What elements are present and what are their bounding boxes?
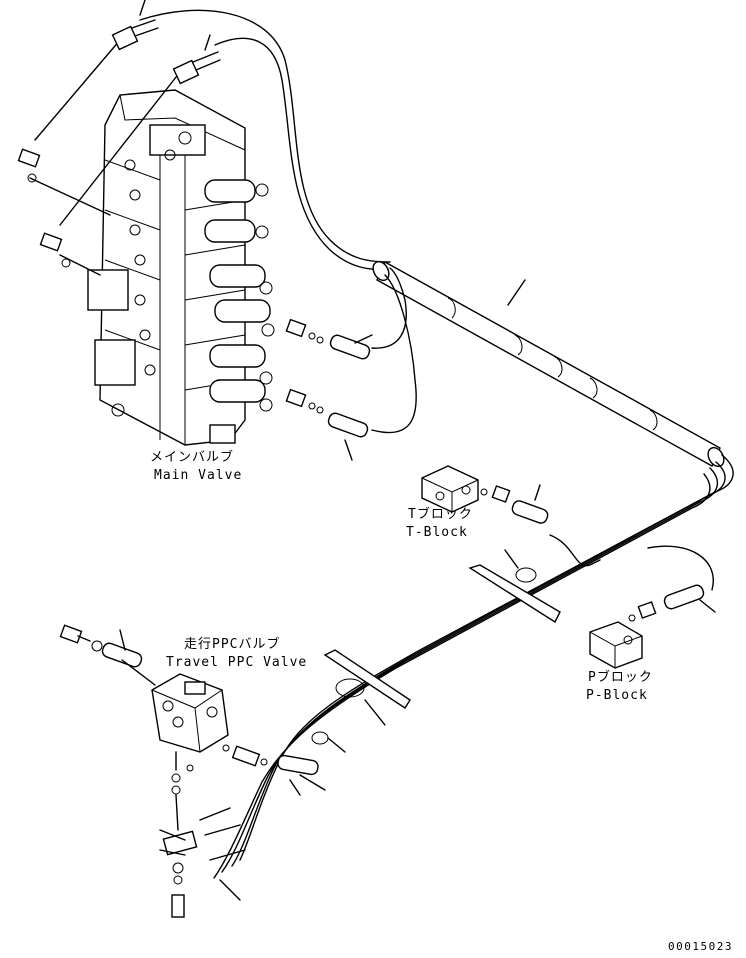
p-block-part xyxy=(589,584,716,669)
t-block-label-jp: Tブロック xyxy=(408,507,473,522)
p-block-label-jp: Pブロック xyxy=(588,670,653,685)
upper-hose-loop xyxy=(139,9,391,271)
drawing-number: 00015023 xyxy=(668,940,733,953)
p-block-hose xyxy=(647,545,714,591)
main-valve-right-fittings xyxy=(285,318,373,461)
travel-ppc-label-jp: 走行PPCバルブ xyxy=(184,637,281,652)
travel-ppc-valve-body xyxy=(151,673,229,753)
ppc-bottom-fittings xyxy=(159,751,246,918)
ppc-side-fittings xyxy=(222,744,326,796)
p-block-label-en: P-Block xyxy=(586,688,648,703)
top-hose-fittings xyxy=(111,0,221,85)
t-block-label-en: T-Block xyxy=(406,525,468,540)
ppc-top-bolts xyxy=(59,624,156,686)
main-valve-label-en: Main Valve xyxy=(154,468,243,483)
travel-ppc-label-en: Travel PPC Valve xyxy=(166,655,308,670)
t-block-hose xyxy=(549,534,601,567)
main-valve-return-hoses xyxy=(371,267,417,434)
sleeve-leader xyxy=(507,279,526,306)
hose-protector-sleeve xyxy=(372,260,725,468)
main-valve-left-fittings xyxy=(17,39,181,276)
main-valve-label-jp: メインバルブ xyxy=(150,450,235,465)
t-block-part xyxy=(421,465,549,524)
main-valve-body xyxy=(87,89,275,446)
hose-clamps xyxy=(311,549,561,753)
lower-hose-bundle xyxy=(213,454,734,879)
